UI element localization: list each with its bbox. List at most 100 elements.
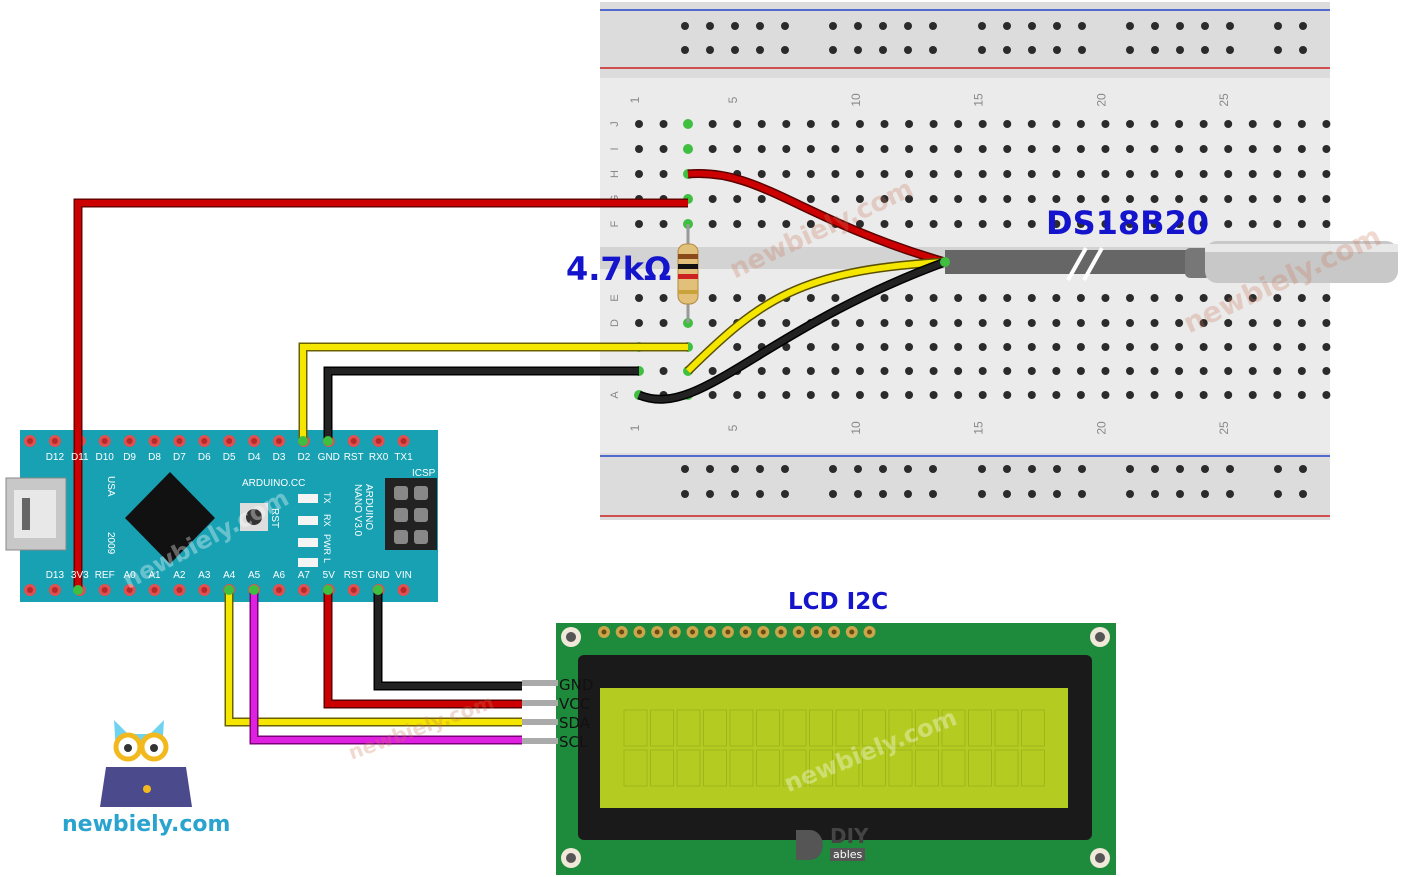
breadboard-hole <box>1175 145 1184 153</box>
breadboard-hole <box>1273 343 1282 351</box>
rail-hole <box>1003 490 1011 498</box>
breadboard-hole <box>1248 343 1257 351</box>
rail-hole <box>1078 465 1086 473</box>
arduino-pin <box>27 438 33 444</box>
breadboard-hole <box>708 367 717 375</box>
breadboard-hole <box>954 170 963 178</box>
breadboard-hole <box>1126 120 1134 128</box>
year-label: 2009 <box>105 532 116 555</box>
breadboard-hole <box>855 120 864 128</box>
breadboard-hole <box>1101 170 1110 178</box>
rail-hole <box>731 22 739 30</box>
lcd-character-cell <box>862 749 886 787</box>
breadboard-hole <box>1076 170 1085 178</box>
rail-hole <box>1299 465 1307 473</box>
breadboard-hole <box>1322 145 1331 153</box>
breadboard-hole <box>1101 343 1110 351</box>
breadboard-hole <box>905 220 914 228</box>
lcd-header-pin <box>707 629 713 635</box>
breadboard-hole <box>1003 120 1012 128</box>
rail-hole <box>1053 490 1061 498</box>
rail-hole <box>1151 490 1159 498</box>
lcd-header-pin <box>849 629 855 635</box>
breadboard-hole <box>708 391 717 399</box>
arduino-pin <box>350 438 357 444</box>
rail-hole <box>1003 22 1011 30</box>
rail-hole <box>1003 465 1011 473</box>
rail-hole <box>1126 46 1134 54</box>
breadboard-hole <box>806 145 815 153</box>
breadboard-hole <box>1150 319 1159 327</box>
breadboard-hole <box>806 367 815 375</box>
lcd-character-cell <box>756 749 780 787</box>
breadboard-hole <box>1273 120 1282 128</box>
breadboard-hole <box>954 367 963 375</box>
breadboard-hole <box>1052 195 1061 203</box>
breadboard-hole <box>1150 391 1159 399</box>
lcd-header-pin <box>619 629 625 635</box>
breadboard-hole <box>1224 195 1233 203</box>
lcd-character-cell <box>729 749 754 787</box>
breadboard-column-number: 25 <box>1217 421 1231 435</box>
rail-hole <box>756 22 764 30</box>
breadboard-hole <box>1224 319 1233 327</box>
breadboard-hole <box>635 294 643 302</box>
breadboard-hole <box>905 195 914 203</box>
breadboard-hole <box>708 145 717 153</box>
lcd-header-pin <box>601 629 607 635</box>
breadboard-hole <box>1003 319 1012 327</box>
breadboard-hole <box>831 367 840 375</box>
breadboard-hole <box>757 319 766 327</box>
breadboard-hole <box>806 391 815 399</box>
breadboard-holes <box>635 22 1331 498</box>
resistor <box>677 224 699 323</box>
breadboard-hole <box>1076 120 1085 128</box>
arduino-top-pin-label: D4 <box>247 452 261 463</box>
breadboard-hole <box>880 170 889 178</box>
arduino-top-pin-label: D8 <box>148 452 161 463</box>
rail-hole <box>854 490 862 498</box>
lcd-character-cell <box>994 709 1019 747</box>
breadboard-hole <box>1297 145 1306 153</box>
breadboard-hole <box>905 120 914 128</box>
sensor-leads <box>637 169 950 404</box>
arduino-top-pin-label: D7 <box>172 452 186 463</box>
arduino-pin <box>51 587 58 593</box>
breadboard-column-number: 5 <box>726 424 740 431</box>
arduino-pin <box>226 438 233 444</box>
breadboard-hole <box>929 319 938 327</box>
breadboard-hole <box>1322 220 1331 228</box>
breadboard-hole <box>1150 220 1159 228</box>
breadboard-hole <box>1126 195 1134 203</box>
breadboard-hole <box>1297 195 1306 203</box>
rail-hole <box>706 490 714 498</box>
breadboard-hole <box>831 343 840 351</box>
breadboard-column-number: 1 <box>628 424 642 431</box>
breadboard-hole <box>1101 145 1110 153</box>
breadboard-hole <box>855 220 864 228</box>
rail-hole <box>1053 22 1061 30</box>
breadboard-hole <box>1126 145 1134 153</box>
arduino-brand: ARDUINO.CC <box>242 478 306 489</box>
breadboard-hole <box>708 220 717 228</box>
breadboard-hole <box>1273 220 1282 228</box>
breadboard-hole <box>782 170 791 178</box>
breadboard-hole <box>757 391 766 399</box>
breadboard-hole <box>978 195 987 203</box>
breadboard-hole <box>782 220 791 228</box>
lcd-character-cell <box>650 749 674 787</box>
rail-hole <box>1226 46 1234 54</box>
breadboard-hole <box>1076 319 1085 327</box>
breadboard-hole <box>1003 391 1012 399</box>
breadboard-hole <box>1175 170 1184 178</box>
breadboard-hole <box>855 343 864 351</box>
breadboard-hole <box>806 120 815 128</box>
breadboard-hole <box>1076 391 1085 399</box>
breadboard-hole <box>1126 343 1134 351</box>
breadboard-hole <box>1150 294 1159 302</box>
rail-hole <box>756 46 764 54</box>
arduino-top-pin-label: TX1 <box>394 452 413 463</box>
lcd-pin-vcc: VCC <box>559 695 591 713</box>
arduino-bottom-pin-label: VIN <box>395 570 412 581</box>
breadboard-hole <box>929 220 938 228</box>
